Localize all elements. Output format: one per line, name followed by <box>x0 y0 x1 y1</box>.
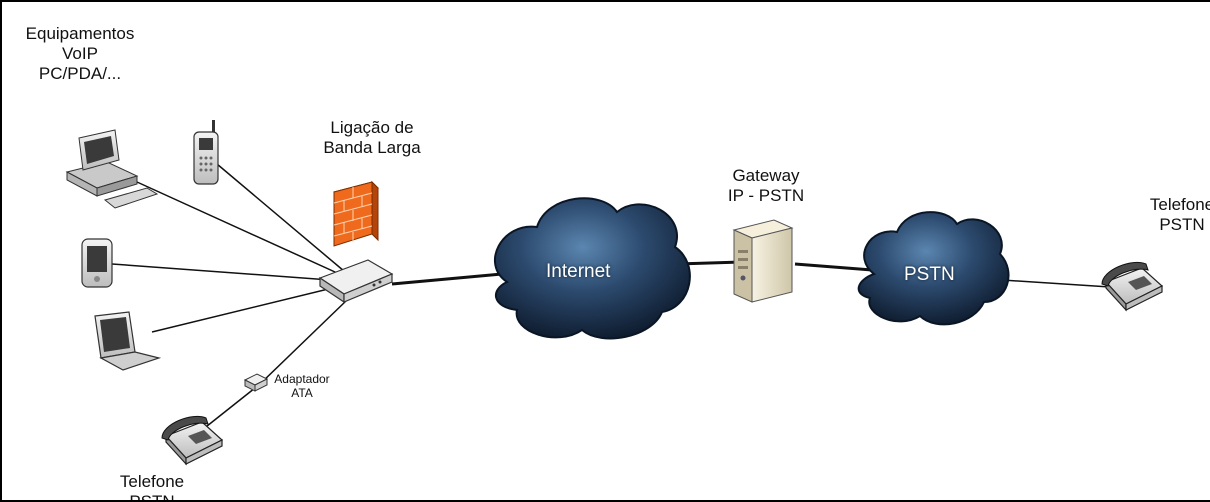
label-phone-right: Telefone PSTN <box>1149 195 1210 234</box>
broadband-router-icon <box>318 259 394 304</box>
link-pstn-phone <box>1001 279 1111 288</box>
gateway-server-icon <box>732 219 794 303</box>
label-broadband: Ligação de Banda Larga <box>323 118 421 157</box>
label-pstn-cloud: PSTN <box>904 264 955 285</box>
label-voip-devices: Equipamentos VoIP PC/PDA/... <box>25 24 135 83</box>
label-phone-bottom: Telefone PSTN <box>119 472 185 502</box>
cell-phone-icon <box>193 120 219 185</box>
link-pda-router <box>111 263 358 283</box>
link-ata-router <box>259 299 348 385</box>
link-cell-router <box>216 163 358 283</box>
laptop-icon <box>94 311 162 371</box>
label-adapter: Adaptador ATA <box>274 372 330 400</box>
link-desktop-router <box>136 181 358 283</box>
firewall-icon <box>333 180 379 247</box>
network-cloud-icon <box>494 197 691 340</box>
pda-icon <box>81 238 113 288</box>
ata-adapter-icon <box>243 373 269 392</box>
link-router-internet <box>391 272 503 286</box>
label-gateway: Gateway IP - PSTN <box>727 166 805 205</box>
link-gateway-pstn <box>794 262 873 272</box>
label-internet-cloud: Internet <box>546 261 611 282</box>
desk-phone-icon <box>1101 262 1164 312</box>
link-laptop-router <box>151 281 358 333</box>
network-cloud-icon <box>857 211 1010 326</box>
desk-phone-icon <box>161 416 224 466</box>
desktop-computer-icon <box>65 129 159 209</box>
